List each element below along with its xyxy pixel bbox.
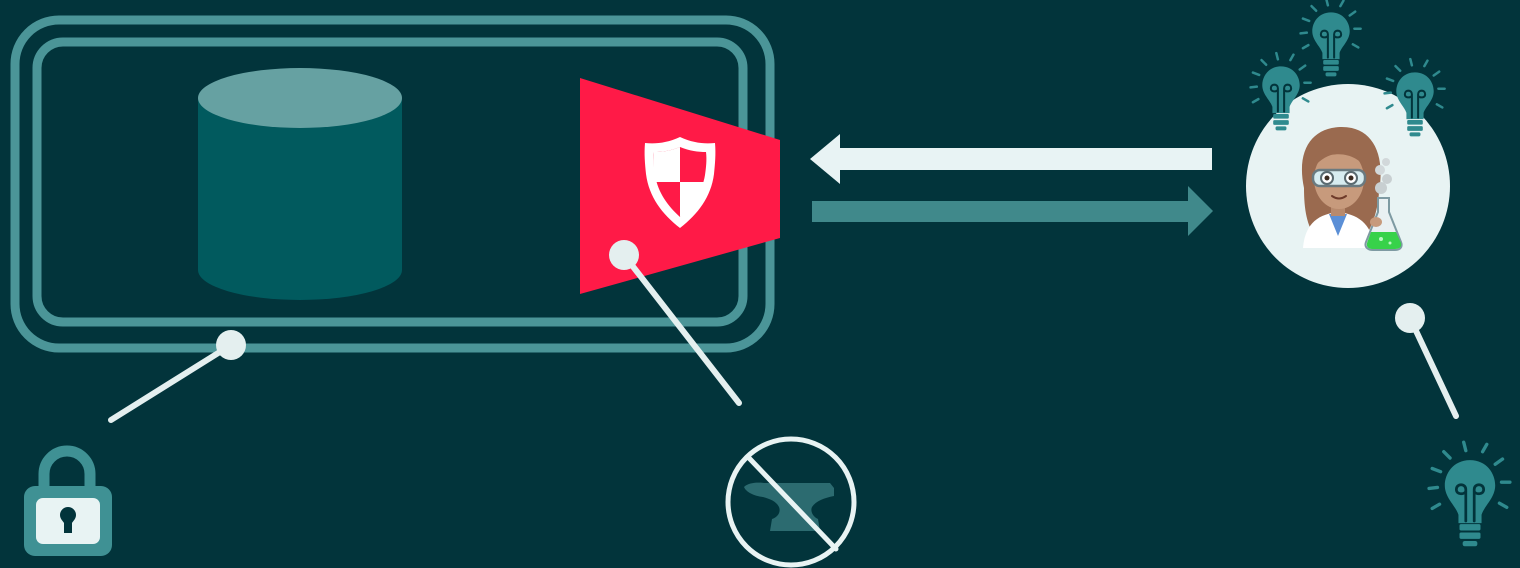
request-arrow — [810, 134, 1212, 184]
callout-connector-scientist — [1395, 303, 1456, 416]
lightbulb-icon — [1301, 0, 1361, 76]
response-arrow — [812, 186, 1213, 236]
lock-icon — [24, 451, 112, 556]
gateway — [580, 78, 780, 294]
lightbulb-icon — [1429, 442, 1510, 546]
no-anvil-icon — [728, 439, 854, 565]
database-cylinder-icon — [198, 68, 402, 300]
